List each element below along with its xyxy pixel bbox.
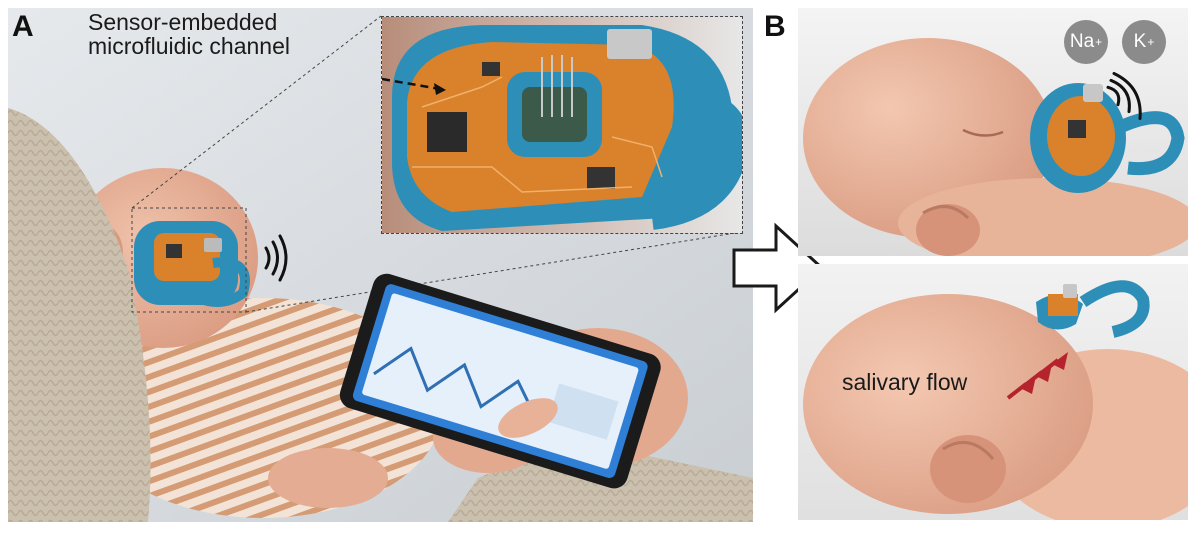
panel-b-bottom-photo: [798, 264, 1188, 520]
salivary-flow-label: salivary flow: [842, 369, 968, 395]
pacifier-device: [134, 221, 250, 307]
potassium-ion-badge: K+: [1122, 20, 1166, 64]
pacifier-device-b-top: [1030, 83, 1185, 193]
device-closeup-inset: [381, 16, 743, 234]
salivary-flow-arrows: [1006, 352, 1068, 400]
panel-b-top-photo: [798, 8, 1188, 256]
potassium-charge: +: [1147, 35, 1155, 49]
wireless-signal-icon: [264, 234, 288, 282]
potassium-symbol: K: [1133, 31, 1147, 52]
pacifier-device-b-bottom: [1036, 280, 1150, 338]
callout-line-1: Sensor-embedded: [88, 9, 278, 35]
panel-a-label: A: [12, 10, 34, 43]
callout-arrow: [382, 77, 446, 95]
panel-b-label: B: [764, 10, 786, 43]
sodium-charge: +: [1095, 35, 1103, 49]
callout-line-2: microfluidic channel: [88, 33, 290, 60]
callout-text: Sensor-embedded microfluidic channel: [88, 10, 378, 58]
sodium-symbol: Na: [1069, 31, 1095, 52]
wireless-signal-icon-b: [1106, 71, 1142, 121]
sodium-ion-badge: Na+: [1064, 20, 1108, 64]
smartphone: [339, 273, 661, 489]
